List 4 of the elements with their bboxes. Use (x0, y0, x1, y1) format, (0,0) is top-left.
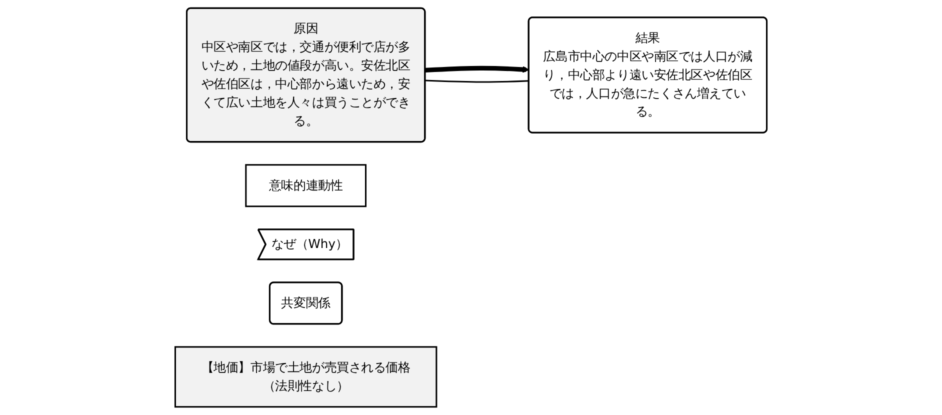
node-box: 意味的連動性 (245, 164, 367, 208)
node-box: 【地価】市場で土地が売買される価格（法則性なし） (174, 346, 438, 408)
connector (425, 80, 530, 83)
arrow (425, 66, 530, 73)
